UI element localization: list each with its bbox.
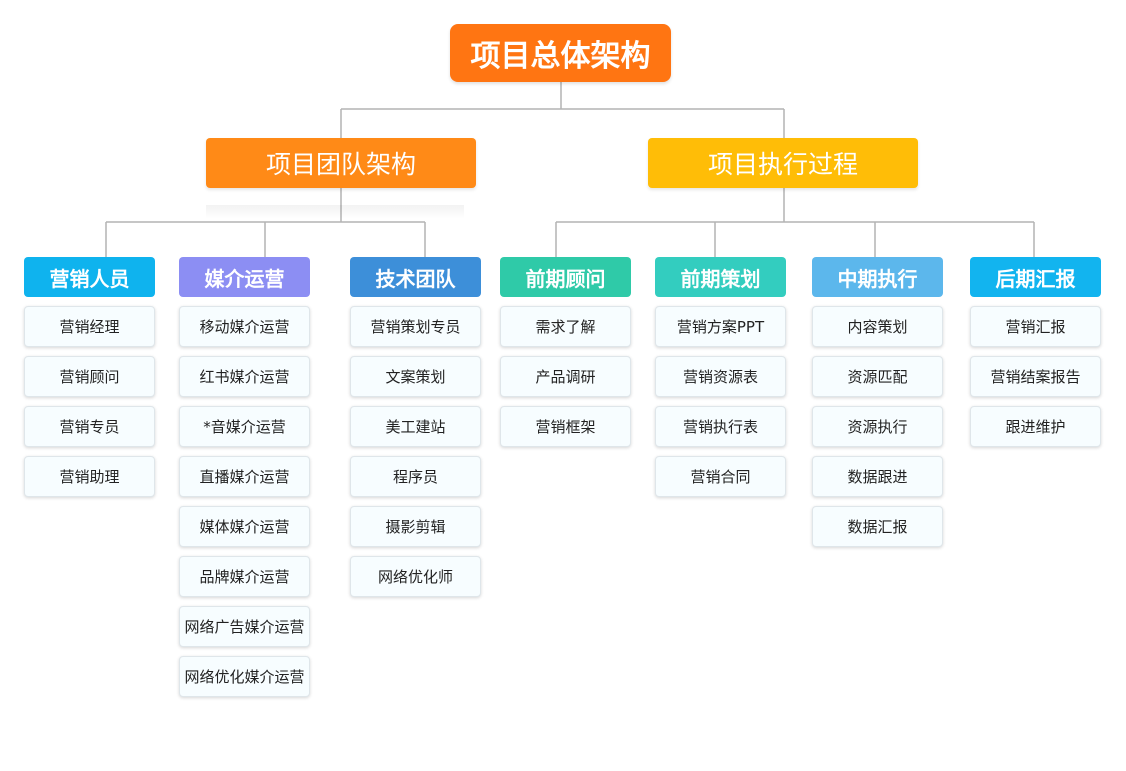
list-item: 文案策划 (350, 356, 481, 397)
list-item: 营销经理 (24, 306, 155, 347)
list-item: 媒体媒介运营 (179, 506, 310, 547)
list-item: 营销结案报告 (970, 356, 1101, 397)
list-item: *音媒介运营 (179, 406, 310, 447)
list-item: 营销汇报 (970, 306, 1101, 347)
category-header: 技术团队 (350, 257, 481, 297)
decorative-shadow (206, 205, 464, 219)
column-tech: 技术团队 营销策划专员 文案策划 美工建站 程序员 摄影剪辑 网络优化师 (350, 257, 481, 606)
list-item: 营销顾问 (24, 356, 155, 397)
list-item: 资源匹配 (812, 356, 943, 397)
list-item: 营销助理 (24, 456, 155, 497)
column-late-report: 后期汇报 营销汇报 营销结案报告 跟进维护 (970, 257, 1101, 456)
category-header: 前期顾问 (500, 257, 631, 297)
list-item: 数据跟进 (812, 456, 943, 497)
category-header: 媒介运营 (179, 257, 310, 297)
list-item: 网络优化媒介运营 (179, 656, 310, 697)
list-item: 营销框架 (500, 406, 631, 447)
list-item: 内容策划 (812, 306, 943, 347)
list-item: 营销合同 (655, 456, 786, 497)
list-item: 美工建站 (350, 406, 481, 447)
list-item: 产品调研 (500, 356, 631, 397)
category-header: 前期策划 (655, 257, 786, 297)
level1-node-execution: 项目执行过程 (648, 138, 918, 188)
list-item: 营销专员 (24, 406, 155, 447)
list-item: 数据汇报 (812, 506, 943, 547)
list-item: 需求了解 (500, 306, 631, 347)
list-item: 跟进维护 (970, 406, 1101, 447)
column-mid-exec: 中期执行 内容策划 资源匹配 资源执行 数据跟进 数据汇报 (812, 257, 943, 556)
level1-node-team: 项目团队架构 (206, 138, 476, 188)
category-header: 营销人员 (24, 257, 155, 297)
category-header: 后期汇报 (970, 257, 1101, 297)
category-header: 中期执行 (812, 257, 943, 297)
list-item: 品牌媒介运营 (179, 556, 310, 597)
list-item: 资源执行 (812, 406, 943, 447)
column-media: 媒介运营 移动媒介运营 红书媒介运营 *音媒介运营 直播媒介运营 媒体媒介运营 … (179, 257, 310, 706)
list-item: 红书媒介运营 (179, 356, 310, 397)
column-sales: 营销人员 营销经理 营销顾问 营销专员 营销助理 (24, 257, 155, 506)
column-early-plan: 前期策划 营销方案PPT 营销资源表 营销执行表 营销合同 (655, 257, 786, 506)
list-item: 营销资源表 (655, 356, 786, 397)
list-item: 直播媒介运营 (179, 456, 310, 497)
list-item: 网络优化师 (350, 556, 481, 597)
list-item: 营销执行表 (655, 406, 786, 447)
column-early-consult: 前期顾问 需求了解 产品调研 营销框架 (500, 257, 631, 456)
list-item: 营销方案PPT (655, 306, 786, 347)
root-node: 项目总体架构 (450, 24, 671, 82)
list-item: 营销策划专员 (350, 306, 481, 347)
list-item: 程序员 (350, 456, 481, 497)
list-item: 网络广告媒介运营 (179, 606, 310, 647)
list-item: 移动媒介运营 (179, 306, 310, 347)
list-item: 摄影剪辑 (350, 506, 481, 547)
